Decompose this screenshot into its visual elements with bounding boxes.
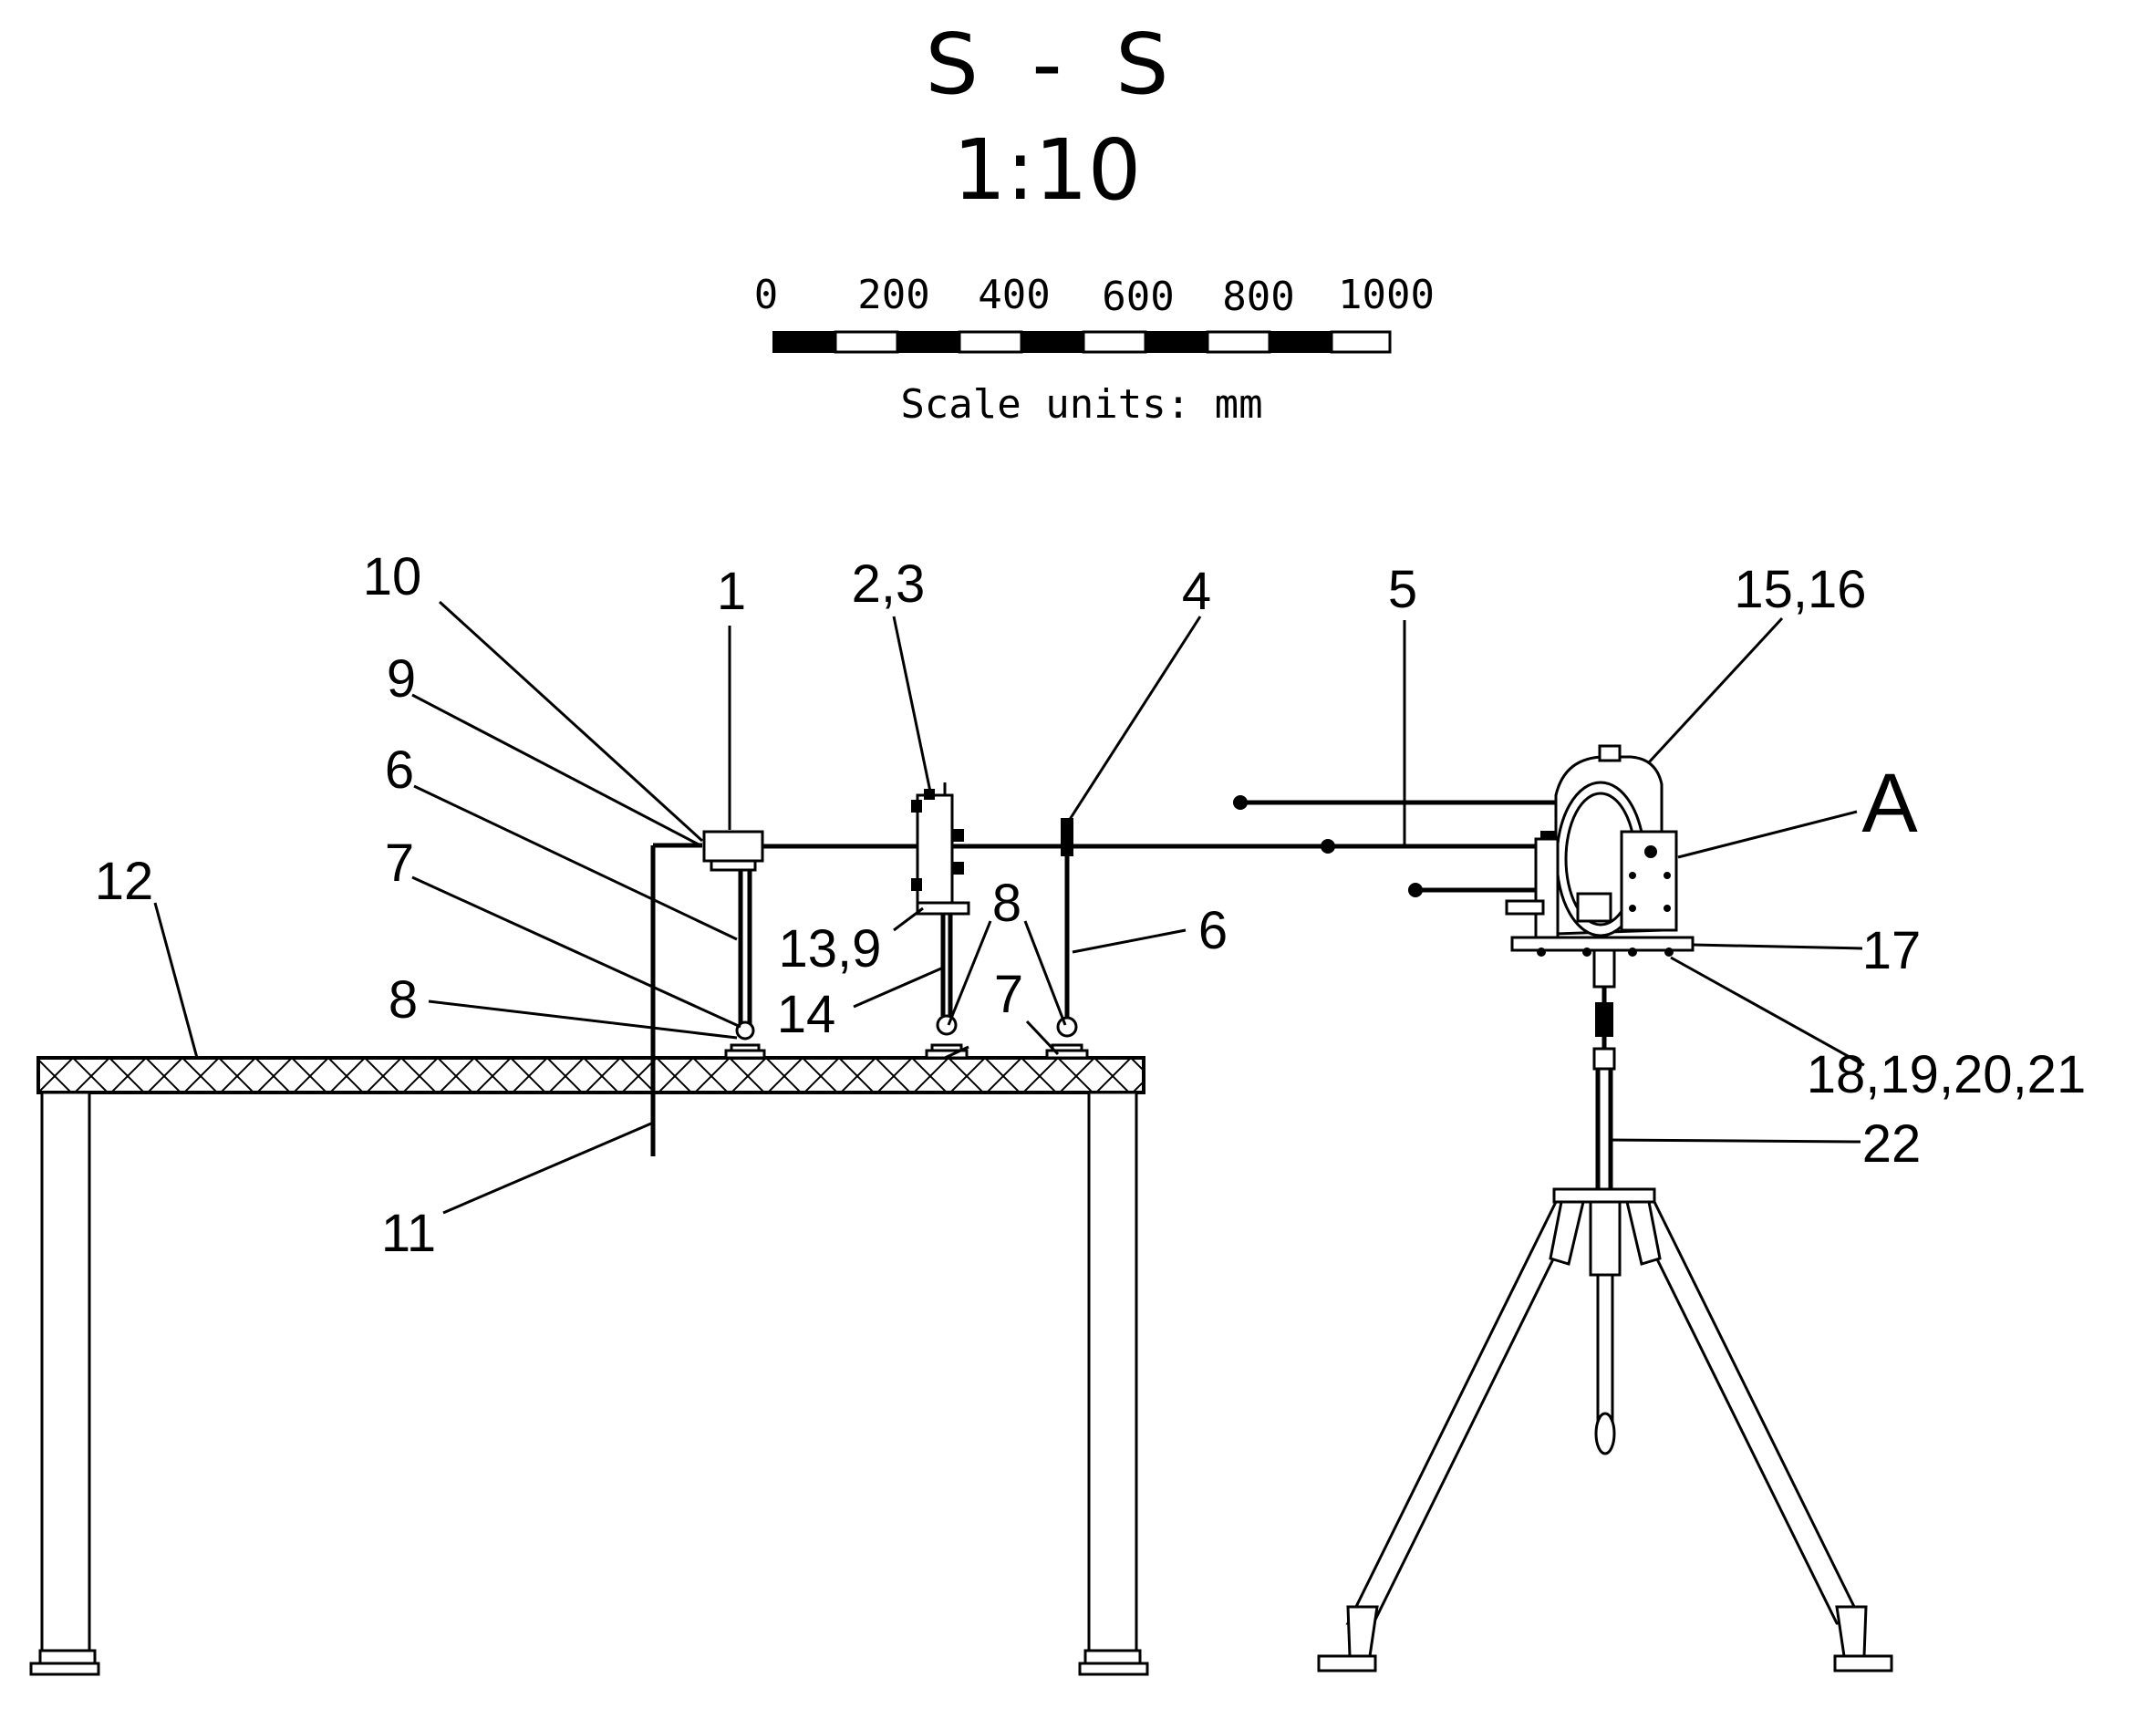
callout-10: 10 — [363, 547, 422, 606]
scale-bar: 0 200 400 600 800 1000 Scale units: mm — [754, 272, 1435, 428]
callout-8: 8 — [992, 874, 1021, 933]
callout-11: 11 — [381, 1204, 436, 1263]
scale-units-label: Scale units: mm — [900, 381, 1262, 428]
callout-17: 17 — [1862, 921, 1922, 980]
callout-7: 7 — [994, 965, 1023, 1024]
callout-A: A — [1861, 757, 1918, 850]
callout-2-3: 2,3 — [852, 554, 926, 614]
callout-4: 4 — [1182, 562, 1211, 621]
callout-9: 9 — [387, 649, 416, 709]
callout-18-19-20-21: 18,19,20,21 — [1807, 1045, 2086, 1104]
scale-ratio: 1:10 — [953, 121, 1142, 219]
scale-tick-label: 400 — [978, 272, 1050, 318]
table — [29, 1056, 1149, 1676]
scale-tick-label: 200 — [857, 272, 929, 318]
callout-14: 14 — [777, 985, 836, 1044]
scale-tick-label: 600 — [1102, 274, 1174, 320]
callout-12: 12 — [95, 852, 154, 911]
callout-1: 1 — [717, 562, 746, 621]
callout-5: 5 — [1388, 560, 1417, 619]
callout-6: 6 — [385, 740, 414, 800]
part-4-holder — [1045, 818, 1089, 1060]
callout-22: 22 — [1862, 1114, 1922, 1174]
callout-6: 6 — [1198, 901, 1228, 960]
section-title: S - S — [926, 16, 1169, 113]
scale-tick-label: 0 — [754, 272, 779, 318]
callout-labels: 10 1 2,3 4 5 15,16 A 9 6 12 7 8 13,9 8 6… — [95, 547, 2086, 1263]
callout-7: 7 — [385, 834, 414, 893]
scale-tick-label: 1000 — [1338, 272, 1435, 318]
callout-8: 8 — [389, 970, 418, 1030]
callout-15-16: 15,16 — [1734, 560, 1866, 619]
head-assembly — [1233, 744, 1695, 957]
scale-tick-label: 800 — [1222, 274, 1294, 320]
scale-bar-segments — [772, 330, 1392, 354]
callout-13-9: 13,9 — [779, 919, 882, 979]
part-11-rod — [650, 843, 702, 1156]
part-2-3-mount — [911, 782, 970, 1060]
leader-lines — [153, 600, 1865, 1215]
tripod — [1317, 948, 1893, 1672]
